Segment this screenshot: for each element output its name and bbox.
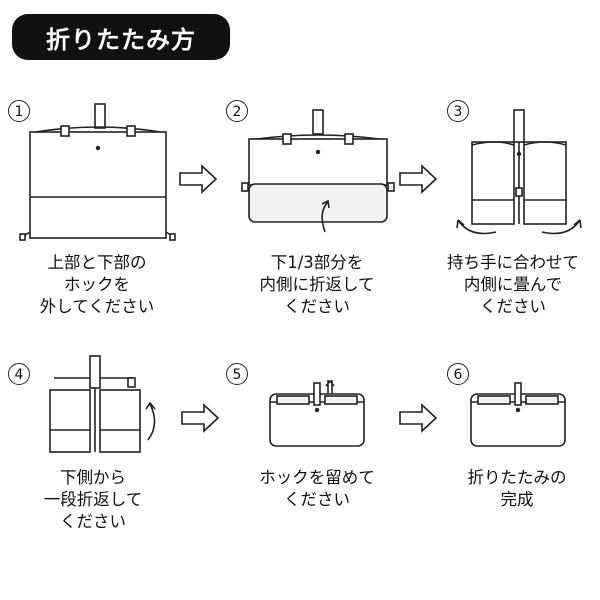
step-2-bag-illustration [241,109,395,233]
step-1-line-3: 外してください [39,297,155,316]
step-6-line-2: 完成 [500,490,534,509]
step-3-line-2: 内側に畳んで [463,275,563,294]
step-number-3: 3 [447,100,469,122]
step-5-caption: ホックを留めて ください [232,467,402,511]
step-6-line-1: 折りたたみの [467,468,567,487]
page-title: 折りたたみ方 [12,14,230,60]
step-number-1: 1 [8,100,30,122]
step-4-bag-illustration [49,355,156,453]
step-5-bag-illustration [269,379,365,447]
step-4-line-3: ください [60,512,126,531]
step-3-line-1: 持ち手に合わせて [447,253,579,272]
step-5-line-2: ください [284,490,350,509]
right-outline-arrow-icon [181,403,220,433]
step-1-line-2: ホックを [64,275,130,294]
step-number-4: 4 [8,363,30,385]
right-outline-arrow-icon [179,164,218,194]
step-2-line-3: ください [284,297,350,316]
step-number-5: 5 [226,363,248,385]
step-1-line-1: 上部と下部の [47,253,147,272]
step-6-bag-illustration [470,382,566,447]
step-2-line-1: 下1/3部分を [270,253,364,272]
step-5-line-1: ホックを留めて [259,468,375,487]
right-outline-arrow-icon [399,403,438,433]
step-4-caption: 下側から 一段折返して ください [8,467,178,533]
step-4-line-2: 一段折返して [43,490,143,509]
step-3-line-3: ください [480,297,546,316]
step-2-caption: 下1/3部分を 内側に折返して ください [232,252,402,318]
step-3-caption: 持ち手に合わせて 内側に畳んで ください [428,252,598,318]
step-1-bag-illustration [19,103,176,241]
step-6-caption: 折りたたみの 完成 [432,467,600,511]
step-number-2: 2 [226,100,248,122]
step-4-line-1: 下側から [60,468,126,487]
step-1-caption: 上部と下部の ホックを 外してください [12,252,182,318]
right-outline-arrow-icon [399,164,438,194]
step-3-bag-illustration [456,109,582,235]
step-2-line-2: 内側に折返して [259,275,375,294]
step-number-6: 6 [447,363,469,385]
